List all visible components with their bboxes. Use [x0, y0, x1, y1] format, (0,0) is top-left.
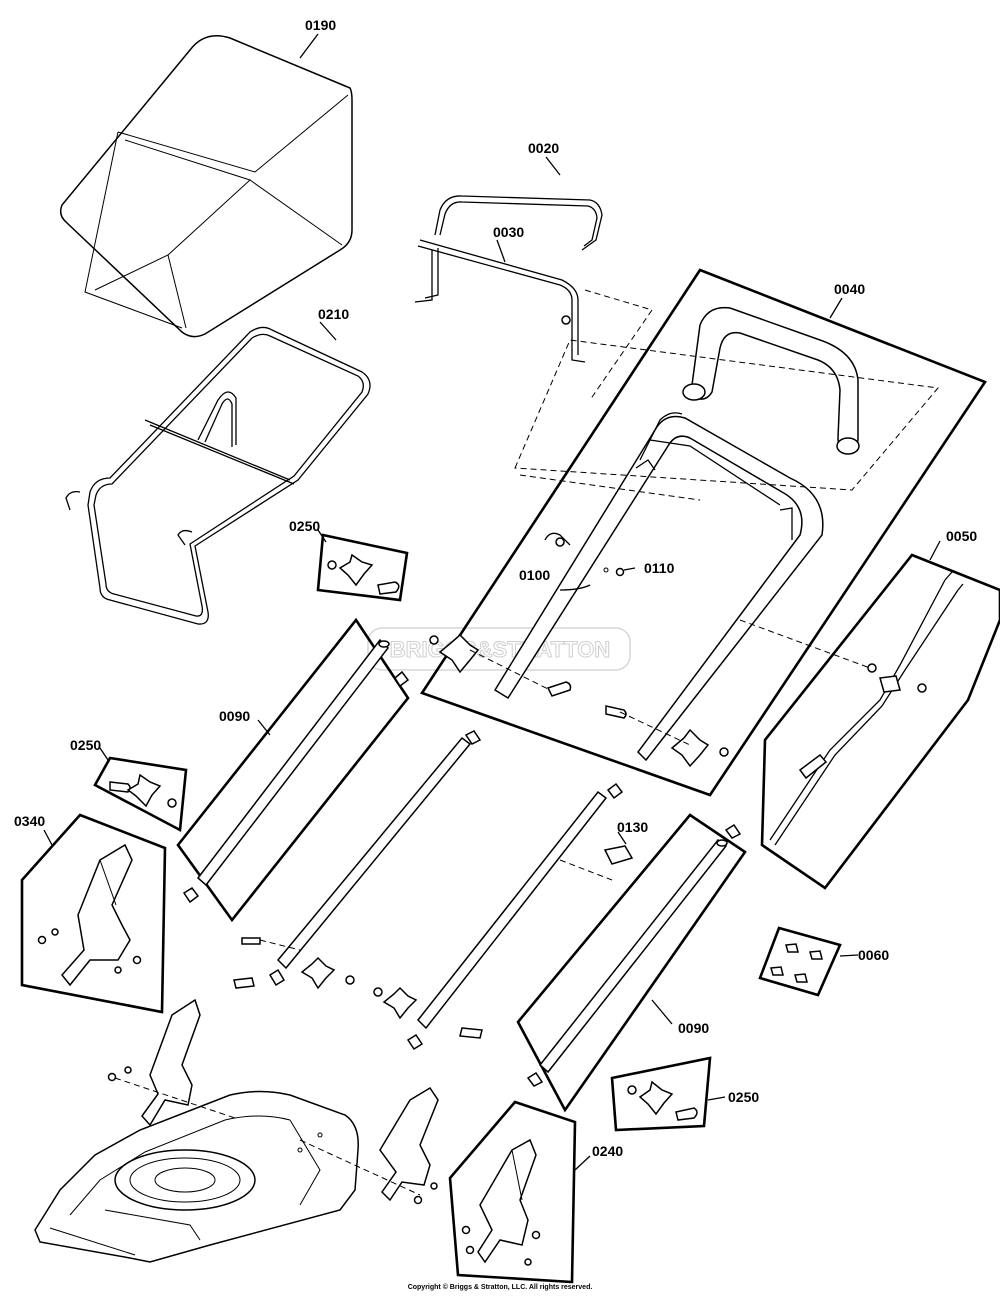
upper-rod-part	[414, 195, 603, 363]
dashed-guide-clip	[559, 859, 613, 881]
dashed-guide-deck-right	[299, 1139, 421, 1196]
knob-kit-box-top	[316, 533, 409, 602]
part-label-0110: 0110	[644, 560, 675, 576]
copyright-notice: Copyright © Briggs & Stratton, LLC. All …	[407, 1284, 593, 1291]
part-label-0100: 0100	[519, 567, 550, 583]
knob-kit-box-right	[610, 1056, 712, 1132]
knob-kit-left-part	[109, 773, 177, 808]
part-label-0240: 0240	[592, 1143, 623, 1159]
upper-handle-part	[429, 306, 860, 768]
leader-0130	[617, 831, 627, 845]
dashed-guide-cable	[739, 619, 871, 669]
dashed-guide-handle	[514, 339, 939, 491]
dashed-guide-bolt	[259, 939, 301, 951]
part-label-0030: 0030	[493, 224, 524, 240]
pads-kit-box	[758, 926, 842, 997]
leader-0240	[574, 1155, 591, 1171]
leader-0090-right	[651, 999, 673, 1025]
part-label-0020: 0020	[528, 140, 559, 156]
deck-adjuster-right-part	[379, 1086, 439, 1205]
lower-tubes-center-part	[233, 730, 624, 1051]
cable-kit-box	[760, 553, 1000, 890]
part-label-0040: 0040	[834, 281, 865, 297]
mower-deck-part	[34, 1090, 359, 1263]
dashed-guide-knob-b	[619, 711, 691, 746]
deck-adjuster-left-part	[107, 998, 201, 1127]
part-label-0190: 0190	[305, 17, 336, 33]
part-label-0250-top: 0250	[289, 518, 320, 534]
leader-0190	[299, 33, 319, 59]
part-label-0090-left: 0090	[219, 708, 250, 724]
dashed-guide-2	[519, 474, 701, 501]
leader-0020	[545, 156, 561, 176]
part-label-0250-left: 0250	[70, 737, 101, 753]
part-label-0130: 0130	[617, 819, 648, 835]
handle-kit-box	[420, 268, 987, 797]
part-label-0340: 0340	[14, 813, 45, 829]
knob-kit-box-left	[93, 756, 188, 833]
leader-0030	[496, 239, 506, 263]
part-label-0210: 0210	[318, 306, 349, 322]
part-label-0050: 0050	[946, 528, 977, 544]
height-adjuster-box-left	[20, 813, 167, 1014]
knob-kit-top-part	[327, 553, 400, 595]
part-label-0090-right: 0090	[678, 1020, 709, 1036]
cable-clip-part	[603, 845, 634, 865]
pads-part	[770, 943, 823, 983]
leader-0090-left	[257, 719, 271, 736]
height-adjuster-left-part	[37, 843, 142, 987]
dashed-guide-upper	[584, 289, 653, 401]
brand-watermark: BRIGGS&STRATTON	[367, 627, 631, 671]
leader-0250-right	[707, 1096, 726, 1101]
leader-0060	[839, 954, 859, 957]
leader-0110	[623, 567, 636, 571]
lower-tube-right-part	[526, 823, 742, 1087]
height-adjuster-right-part	[461, 1138, 541, 1266]
leader-0250-top	[317, 529, 327, 543]
dashed-guide-knob-a	[469, 649, 551, 691]
watermark-text: BRIGGS&STRATTON	[390, 637, 610, 662]
leader-0340	[43, 829, 53, 846]
grass-bag-part	[59, 35, 353, 338]
knob-kit-right-part	[627, 1080, 698, 1121]
tube-kit-box-right	[516, 813, 747, 1113]
leader-0210	[319, 321, 337, 341]
bag-frame-part	[65, 326, 371, 625]
leader-0040	[829, 297, 843, 319]
control-cable-part	[769, 571, 964, 846]
lower-tube-left-part	[182, 638, 410, 904]
leader-0250-left	[99, 747, 109, 761]
part-label-0060: 0060	[858, 947, 889, 963]
part-label-0250-right: 0250	[728, 1089, 759, 1105]
height-adjuster-box-right	[448, 1100, 577, 1284]
tube-kit-box-left	[176, 617, 410, 923]
leader-0050	[929, 540, 941, 561]
dashed-guide-deck-left	[114, 1077, 236, 1119]
